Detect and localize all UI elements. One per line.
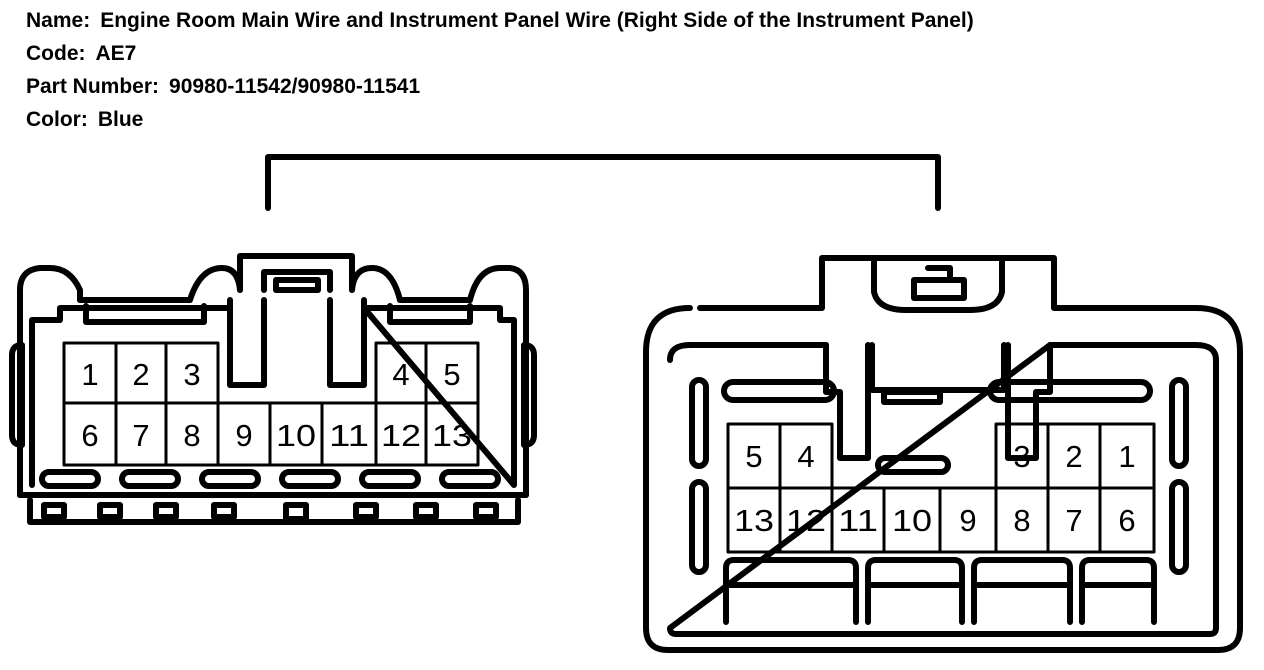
left-pin-3: 3: [183, 357, 200, 392]
left-pin-11: 11: [329, 418, 369, 453]
left-pin-1: 1: [81, 357, 98, 392]
name-label: Name:: [26, 9, 91, 32]
left-pin-grid: [62, 341, 480, 467]
bracket-connector-line: [265, 154, 941, 211]
left-pin-12: 12: [381, 418, 421, 453]
left-pin-10: 10: [276, 418, 316, 453]
right-pin-5: 5: [745, 439, 762, 474]
left-pin-13: 13: [432, 418, 472, 453]
left-pin-6: 6: [81, 418, 98, 453]
right-pin-9: 9: [959, 503, 976, 538]
left-pin-5: 5: [443, 357, 460, 392]
color-line: Color: Blue: [26, 103, 974, 136]
right-connector-housing: [643, 255, 1243, 653]
right-pin-grid: [726, 422, 1156, 554]
code-label: Code:: [26, 42, 86, 65]
name-line: Name: Engine Room Main Wire and Instrumen…: [26, 4, 974, 37]
left-pin-8: 8: [183, 418, 200, 453]
right-pin-6: 6: [1118, 503, 1135, 538]
code-line: Code: AE7: [26, 37, 974, 70]
left-pin-2: 2: [132, 357, 149, 392]
left-pin-4: 4: [392, 357, 409, 392]
code-value: AE7: [95, 42, 137, 65]
part-number-line: Part Number: 90980-11542/90980-11541: [26, 70, 974, 103]
right-pin-13: 13: [734, 503, 774, 538]
right-pin-3: 3: [1013, 439, 1030, 474]
part-number-value: 90980-11542/90980-11541: [169, 75, 421, 98]
right-pin-8: 8: [1013, 503, 1030, 538]
left-pin-9: 9: [235, 418, 252, 453]
right-pin-12: 12: [786, 503, 826, 538]
connector-info: Name: Engine Room Main Wire and Instrumen…: [26, 4, 974, 136]
right-pin-11: 11: [838, 503, 878, 538]
left-pin-7: 7: [132, 418, 149, 453]
right-pin-10: 10: [892, 503, 932, 538]
right-pin-1: 1: [1118, 439, 1135, 474]
right-pin-4: 4: [797, 439, 814, 474]
name-value: Engine Room Main Wire and Instrument Pan…: [100, 9, 974, 32]
right-pin-2: 2: [1065, 439, 1082, 474]
part-number-label: Part Number:: [26, 75, 160, 98]
color-value: Blue: [97, 108, 144, 131]
color-label: Color:: [26, 108, 88, 131]
right-pin-7: 7: [1065, 503, 1082, 538]
left-connector-housing: [9, 253, 537, 525]
